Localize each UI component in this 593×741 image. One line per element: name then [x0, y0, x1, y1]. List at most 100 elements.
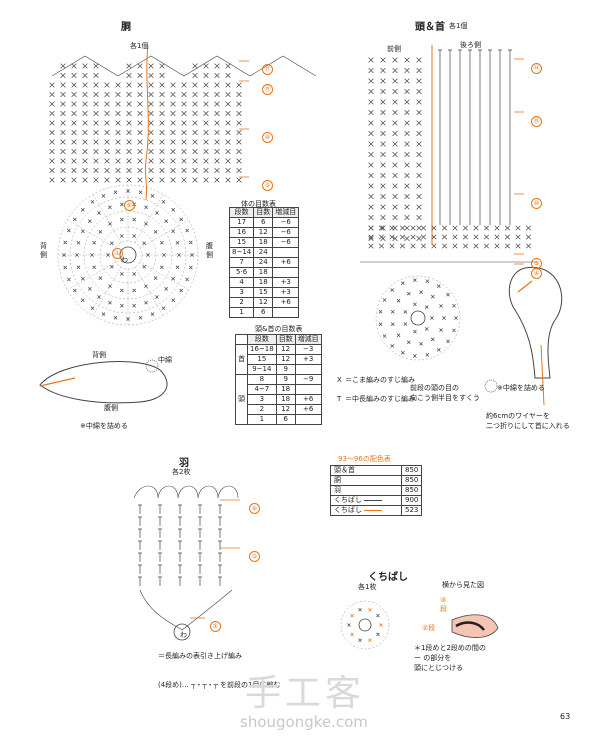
stitch-x: [109, 264, 114, 269]
stitch-x: [399, 225, 406, 231]
stitch-x: [368, 638, 372, 642]
stitch-x: [404, 88, 410, 95]
stitch-x: [185, 277, 189, 282]
stitch-x: [473, 243, 479, 249]
stitch-x: [109, 241, 114, 246]
stitch-x: [82, 82, 88, 88]
stitch-x: [410, 225, 416, 231]
stitch-x: [104, 158, 110, 164]
wire: [540, 344, 545, 406]
body-shape: [39, 361, 168, 404]
head-row-14: ⑭: [531, 55, 542, 74]
stitch-x: [416, 57, 422, 63]
stitch-x: [392, 214, 398, 221]
stitch-x: [82, 101, 88, 107]
stitch-x: [148, 148, 154, 155]
stitch-x: [439, 304, 443, 308]
stitch-x: [192, 148, 198, 155]
stitch-x: [416, 204, 422, 210]
stitch-x: [192, 139, 198, 145]
stitch-x: [82, 177, 88, 183]
stitch-x: [430, 294, 435, 299]
stitch-x: [392, 172, 398, 179]
stitch-x: [126, 139, 132, 145]
stitch-x: [452, 234, 458, 240]
stitch-x: [392, 67, 398, 74]
stitch-x: [71, 158, 77, 164]
stitch-x: [382, 334, 387, 338]
stitch-x: [170, 120, 176, 126]
stitch-x: [108, 284, 112, 289]
stitch-x: [404, 193, 410, 200]
stitch-x: [483, 225, 490, 231]
stitch-x: [368, 193, 374, 200]
stitch-x: [347, 623, 351, 627]
stitch-x: [60, 63, 66, 69]
stitch-x: [192, 158, 198, 164]
stitch-x: [225, 72, 231, 79]
stitch-x: [416, 141, 422, 147]
stitch-x: [236, 110, 242, 117]
stitch-x: [368, 172, 374, 179]
stitch-x: [71, 177, 77, 183]
stitch-x: [400, 350, 405, 355]
stitch-x: [225, 139, 231, 145]
stitch-x: [380, 172, 386, 179]
stitch-x: [148, 63, 154, 69]
stitch-x: [170, 148, 176, 155]
stitch-x: [104, 148, 110, 155]
stitch-t: [158, 504, 162, 514]
stitch-x: [90, 253, 94, 257]
stitch-x: [175, 265, 180, 270]
stitch-x: [49, 129, 55, 136]
stitch-x: [214, 139, 220, 145]
stitch-x: [144, 300, 148, 305]
stitch-x: [162, 253, 166, 257]
stitch-x: [416, 225, 422, 231]
stitch-x: [148, 120, 154, 126]
page-number: 63: [560, 712, 571, 721]
stitch-x: [236, 120, 242, 126]
round-guide: [57, 184, 199, 326]
stitch-x: [63, 240, 68, 245]
stitch-x: [392, 130, 398, 137]
shape-back-label: 背側: [92, 351, 106, 359]
stitch-x: [399, 243, 406, 249]
stitch-x: [416, 67, 422, 74]
stitch-x: [181, 120, 187, 126]
stitch-x: [72, 288, 77, 293]
stitch-x: [126, 72, 132, 79]
stitch-x: [164, 286, 169, 291]
stitch-x: [404, 57, 410, 63]
stitch-x: [90, 199, 95, 204]
stitch-x: [404, 214, 410, 221]
body-row-5: ⑤: [262, 172, 273, 191]
stitch-x: [214, 177, 220, 183]
table-row: くちばし 523: [330, 505, 423, 516]
stitch-t: [218, 528, 222, 538]
stitch-x: [132, 234, 137, 238]
stitch-x: [170, 110, 176, 117]
stitch-x: [126, 317, 130, 321]
stitch-x: [92, 265, 97, 270]
stitch-x: [188, 265, 193, 270]
stitch-x: [214, 167, 220, 174]
stitch-x: [192, 63, 198, 69]
color-table-title: 93～96の配色表: [338, 455, 391, 463]
stitch-x: [76, 240, 81, 245]
stitch-x: [148, 139, 154, 145]
stitch-x: [93, 63, 99, 69]
stitch-x: [115, 158, 121, 164]
stitch-x: [82, 158, 88, 164]
stitch-x: [71, 110, 77, 117]
stitch-x: [170, 158, 176, 164]
stitch-x: [203, 63, 209, 69]
stitch-x: [155, 211, 159, 215]
stitch-x: [148, 101, 154, 107]
stitch-t: [138, 504, 142, 514]
stitch-x: [93, 72, 99, 79]
